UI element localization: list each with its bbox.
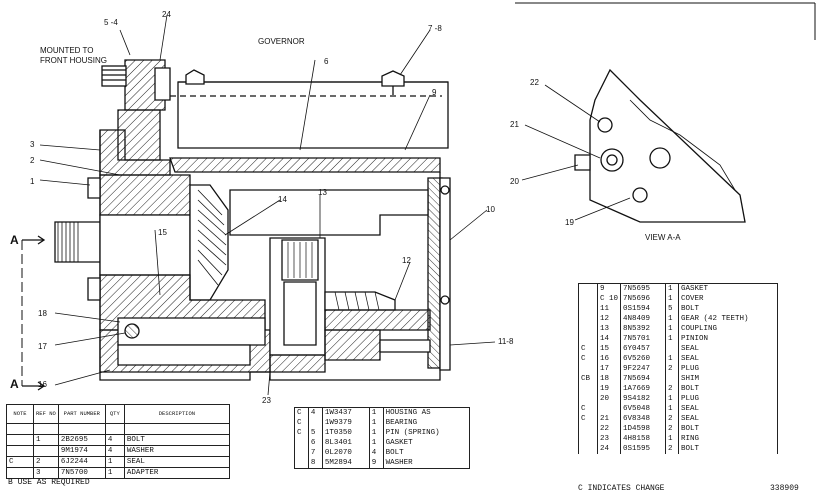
callout-1: 1 xyxy=(30,177,35,186)
bevel-gear xyxy=(324,291,396,311)
callout-19: 19 xyxy=(565,218,574,227)
bottom-bolt xyxy=(379,339,431,353)
callout-10: 10 xyxy=(486,205,495,214)
callout-24: 24 xyxy=(162,10,171,19)
top-bolt-left xyxy=(185,69,205,85)
col-ref: REF NO xyxy=(33,404,59,424)
bevel-pinion xyxy=(189,184,229,301)
callout-3: 3 xyxy=(30,140,35,149)
callout-20: 20 xyxy=(510,177,519,186)
table-row xyxy=(6,423,231,435)
label-view-aa: VIEW A-A xyxy=(645,233,681,242)
callout-5-4: 5 -4 xyxy=(104,18,118,27)
label-front-housing: FRONT HOUSING xyxy=(40,56,107,65)
housing-wall-left xyxy=(99,174,191,216)
callout-14: 14 xyxy=(278,195,287,204)
section-a-bottom: A xyxy=(10,377,19,391)
left-bolt-bottom xyxy=(87,277,101,301)
governor-body xyxy=(177,81,449,149)
parts-table-left: NOTE REF NO PART NUMBER QTY DESCRIPTION … xyxy=(6,404,231,479)
callout-12: 12 xyxy=(402,256,411,265)
callout-16: 16 xyxy=(38,380,47,389)
callout-15: 15 xyxy=(158,228,167,237)
callout-22: 22 xyxy=(530,78,539,87)
callout-7-8: 7 -8 xyxy=(428,24,442,33)
col-note: NOTE xyxy=(6,404,34,424)
section-a-top: A xyxy=(10,233,19,247)
note-use-as-required: B USE AS REQUIRED xyxy=(8,478,90,487)
callout-11-8: 11-8 xyxy=(498,337,514,346)
col-desc: DESCRIPTION xyxy=(123,404,231,424)
col-qty: QTY xyxy=(104,404,125,424)
left-bolt-top xyxy=(87,177,101,199)
section-arrow-top xyxy=(22,235,46,245)
callout-9: 9 xyxy=(432,88,437,97)
section-arrow-bottom xyxy=(22,381,46,391)
callout-2: 2 xyxy=(30,156,35,165)
table-header-row: NOTE REF NO PART NUMBER QTY DESCRIPTION xyxy=(6,404,231,424)
callout-23: 23 xyxy=(262,396,271,405)
callout-21: 21 xyxy=(510,120,519,129)
note-indicates-change: C INDICATES CHANGE xyxy=(578,484,665,493)
col-part: PART NUMBER xyxy=(57,404,106,424)
label-governor: GOVERNOR xyxy=(258,37,305,46)
callout-18: 18 xyxy=(38,309,47,318)
drawing-number: 338909 xyxy=(770,484,799,493)
callout-13: 13 xyxy=(318,188,327,197)
label-mounted: MOUNTED TO xyxy=(40,46,94,55)
callout-6: 6 xyxy=(324,57,329,66)
callout-17: 17 xyxy=(38,342,47,351)
view-aa xyxy=(521,68,746,223)
top-bolt-right xyxy=(381,70,405,87)
